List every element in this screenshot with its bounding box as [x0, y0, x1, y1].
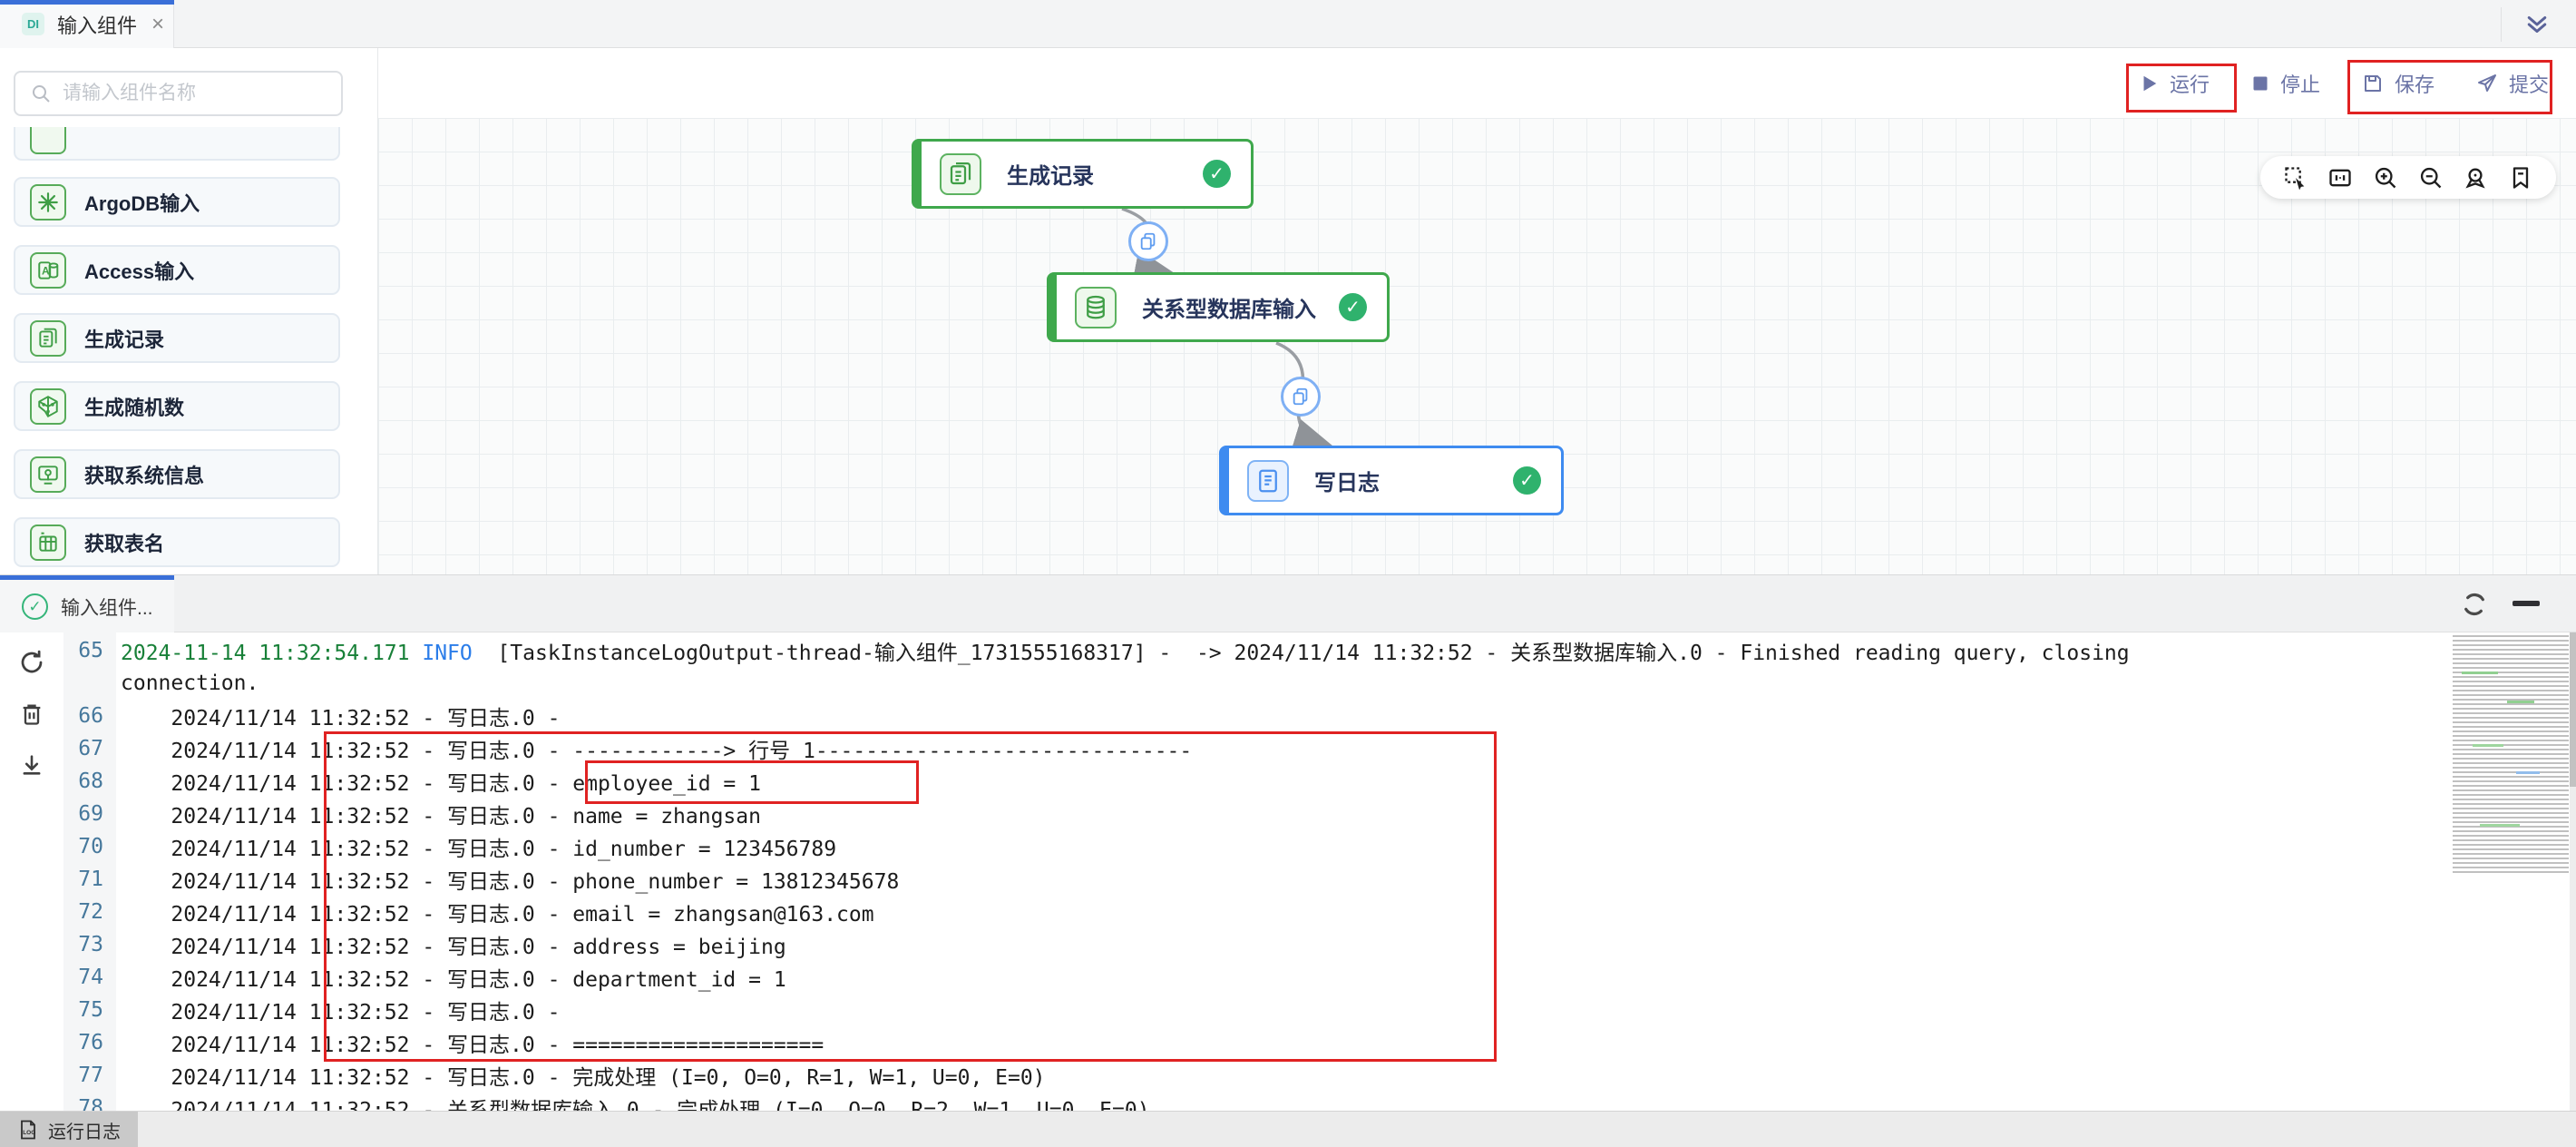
- download-icon[interactable]: [19, 752, 44, 778]
- log-line-69: 69 2024/11/14 11:32:52 - 写日志.0 - name = …: [78, 802, 761, 828]
- stop-button[interactable]: 停止: [2251, 69, 2320, 98]
- divider: [2501, 7, 2502, 42]
- top-tab-bar: DI 输入组件 ×: [0, 0, 2576, 48]
- sync-icon[interactable]: [2460, 590, 2489, 619]
- refresh-icon[interactable]: [18, 649, 45, 676]
- fit-view-icon[interactable]: [2327, 165, 2353, 191]
- log-line-78: 78 2024/11/14 11:32:52 - 关系型数据库输入.0 - 完成…: [78, 1096, 1150, 1111]
- log-output-panel: 65 2024-11-14 11:32:54.171 INFO [TaskIns…: [0, 632, 2576, 1111]
- log-line-65-wrap: connection.: [121, 672, 259, 695]
- save-button[interactable]: 保存: [2362, 69, 2435, 98]
- log-line-72: 72 2024/11/14 11:32:52 - 写日志.0 - email =…: [78, 900, 874, 926]
- double-chevron-down-icon[interactable]: [2518, 5, 2556, 44]
- node-relational-db-input[interactable]: 关系型数据库输入 ✓: [1047, 272, 1390, 342]
- success-check-icon: ✓: [1203, 160, 1231, 188]
- log-line-67: 67 2024/11/14 11:32:52 - 写日志.0 - -------…: [78, 737, 1193, 763]
- search-input[interactable]: [63, 83, 327, 104]
- copy-rows-icon[interactable]: [1281, 377, 1321, 417]
- svg-text:LOG: LOG: [23, 1130, 35, 1136]
- sidebar-item-partial[interactable]: [14, 127, 340, 161]
- log-line-71: 71 2024/11/14 11:32:52 - 写日志.0 - phone_n…: [78, 868, 900, 894]
- tab-input-component[interactable]: DI 输入组件 ×: [0, 0, 174, 48]
- trash-icon[interactable]: [19, 701, 44, 727]
- bookmark-icon[interactable]: [2508, 165, 2533, 191]
- zoom-in-icon[interactable]: [2373, 165, 2398, 191]
- log-tab-strip: ✓ 输入组件...: [0, 574, 2576, 633]
- write-log-icon: [1247, 459, 1289, 502]
- log-line-75: 75 2024/11/14 11:32:52 - 写日志.0 -: [78, 998, 561, 1024]
- component-icon: [30, 127, 66, 154]
- marquee-select-icon[interactable]: [2283, 165, 2308, 191]
- bottom-status-bar: LOG 运行日志: [0, 1111, 2576, 1147]
- sidebar-item-argodb-input[interactable]: ArgoDB输入: [14, 177, 340, 227]
- svg-text:A: A: [42, 264, 50, 277]
- node-generate-records[interactable]: 生成记录 ✓: [912, 139, 1254, 209]
- table-names-icon: [30, 524, 66, 561]
- random-number-dice-icon: [30, 387, 66, 425]
- sidebar-item-system-info[interactable]: 获取系统信息: [14, 449, 340, 499]
- node-write-log[interactable]: 写日志 ✓: [1219, 446, 1564, 515]
- log-gutter: [0, 632, 63, 1111]
- sidebar-item-generate-records[interactable]: 生成记录: [14, 313, 340, 363]
- zoom-out-icon[interactable]: [2418, 165, 2444, 191]
- database-icon: [1075, 286, 1117, 328]
- canvas-tools: [2260, 156, 2556, 199]
- access-icon: A: [30, 251, 66, 289]
- component-sidebar: ArgoDB输入 A Access输入 生成记录: [0, 48, 378, 574]
- log-lines: 65 2024-11-14 11:32:54.171 INFO [TaskIns…: [0, 634, 2451, 1111]
- component-search-box[interactable]: [14, 71, 343, 116]
- log-tab-input-component[interactable]: ✓ 输入组件...: [0, 580, 174, 633]
- component-list: ArgoDB输入 A Access输入 生成记录: [0, 127, 378, 574]
- log-line-66: 66 2024/11/14 11:32:52 - 写日志.0 -: [78, 704, 561, 730]
- run-toolbar: 运行 停止 保存 提交: [2139, 48, 2549, 118]
- copy-rows-icon[interactable]: [1128, 221, 1168, 261]
- log-line-68: 68 2024/11/14 11:32:52 - 写日志.0 - employe…: [78, 770, 761, 796]
- sidebar-item-random-number[interactable]: 生成随机数: [14, 381, 340, 431]
- search-icon: [30, 83, 52, 104]
- log-line-73: 73 2024/11/14 11:32:52 - 写日志.0 - address…: [78, 933, 786, 959]
- main-area: ArgoDB输入 A Access输入 生成记录: [0, 48, 2576, 574]
- line-number-band: [63, 632, 116, 1111]
- tab-title: 输入组件: [57, 14, 138, 37]
- log-line-65: 65 2024-11-14 11:32:54.171 INFO [TaskIns…: [78, 639, 2130, 665]
- di-badge: DI: [22, 13, 44, 35]
- generate-records-icon: [940, 152, 981, 195]
- argodb-burst-icon: [30, 183, 66, 221]
- flow-canvas[interactable]: 运行 停止 保存 提交: [378, 48, 2576, 574]
- log-line-77: 77 2024/11/14 11:32:52 - 写日志.0 - 完成处理 (I…: [78, 1064, 1046, 1090]
- success-check-icon: ✓: [22, 593, 48, 620]
- generate-records-icon: [30, 319, 66, 357]
- success-check-icon: ✓: [1339, 293, 1367, 321]
- run-button[interactable]: 运行: [2139, 69, 2210, 98]
- log-minimap[interactable]: [2453, 635, 2569, 873]
- close-icon[interactable]: ×: [151, 11, 165, 36]
- log-scrollbar[interactable]: [2570, 632, 2576, 1111]
- locate-icon[interactable]: [2463, 165, 2488, 191]
- run-log-tab[interactable]: LOG 运行日志: [0, 1112, 138, 1147]
- sidebar-item-table-names[interactable]: 获取表名: [14, 517, 340, 567]
- minimize-icon[interactable]: [2513, 601, 2540, 606]
- log-line-76: 76 2024/11/14 11:32:52 - 写日志.0 - =======…: [78, 1031, 825, 1057]
- sidebar-item-access-input[interactable]: A Access输入: [14, 245, 340, 295]
- success-check-icon: ✓: [1513, 466, 1541, 495]
- log-file-icon: LOG: [17, 1119, 39, 1141]
- submit-button[interactable]: 提交: [2476, 69, 2549, 98]
- log-line-74: 74 2024/11/14 11:32:52 - 写日志.0 - departm…: [78, 966, 786, 992]
- system-info-monitor-icon: [30, 456, 66, 493]
- log-line-70: 70 2024/11/14 11:32:52 - 写日志.0 - id_numb…: [78, 835, 837, 861]
